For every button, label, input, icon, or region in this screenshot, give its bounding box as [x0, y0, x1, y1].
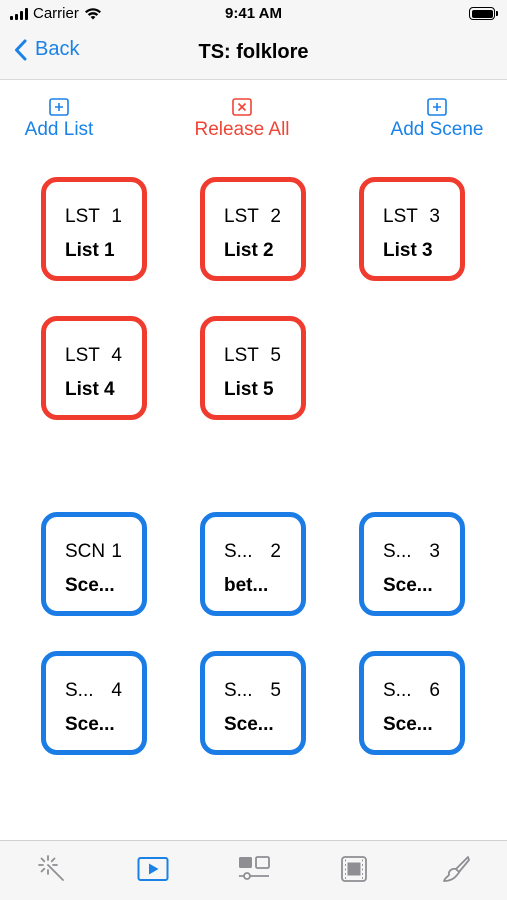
scene-tile[interactable]: S... 5 Sce...	[200, 651, 306, 755]
status-bar: Carrier 9:41 AM	[0, 0, 507, 28]
list-code: LST	[224, 206, 259, 227]
list-name: List 2	[224, 240, 274, 261]
list-name: List 3	[383, 240, 433, 261]
scene-tile[interactable]: S... 2 bet...	[200, 512, 306, 616]
list-tile[interactable]: LST 1 List 1	[41, 177, 147, 281]
scene-code: S...	[383, 541, 412, 562]
scene-name: Sce...	[65, 714, 115, 735]
scene-code: S...	[65, 680, 94, 701]
back-button[interactable]: Back	[14, 38, 79, 61]
add-list-button[interactable]: Add List	[14, 98, 104, 141]
list-number: 1	[111, 206, 122, 227]
paintbrush-icon	[443, 856, 470, 882]
scene-code: S...	[383, 680, 412, 701]
tab-bar	[0, 840, 507, 900]
tab-magic[interactable]	[32, 851, 72, 887]
carrier-label: Carrier	[33, 5, 79, 22]
status-time: 9:41 AM	[225, 5, 282, 22]
list-code: LST	[224, 345, 259, 366]
x-square-icon	[232, 98, 252, 116]
tab-play[interactable]	[133, 851, 173, 887]
scene-number: 2	[270, 541, 281, 562]
wifi-icon	[84, 8, 101, 20]
list-name: List 4	[65, 379, 115, 400]
play-icon	[137, 857, 169, 881]
scene-number: 4	[111, 680, 122, 701]
release-all-label: Release All	[194, 119, 290, 140]
scene-code: SCN	[65, 541, 106, 562]
scene-number: 1	[111, 541, 122, 562]
scene-code: S...	[224, 680, 253, 701]
add-scene-button[interactable]: Add Scene	[380, 98, 494, 141]
scene-name: bet...	[224, 575, 269, 596]
scene-number: 6	[429, 680, 440, 701]
back-label: Back	[35, 38, 80, 60]
scene-name: Sce...	[224, 714, 274, 735]
scene-tile[interactable]: S... 3 Sce...	[359, 512, 465, 616]
navigation-bar: Back TS: folklore	[0, 28, 507, 80]
list-tile[interactable]: LST 3 List 3	[359, 177, 465, 281]
add-scene-label: Add Scene	[390, 119, 484, 140]
chevron-left-icon	[15, 39, 27, 60]
add-list-label: Add List	[24, 119, 94, 140]
scene-name: Sce...	[65, 575, 115, 596]
plus-square-icon	[427, 98, 447, 116]
magic-wand-icon	[38, 855, 64, 881]
list-name: List 1	[65, 240, 115, 261]
scene-tile[interactable]: S... 4 Sce...	[41, 651, 147, 755]
scene-number: 5	[270, 680, 281, 701]
tab-film[interactable]	[334, 851, 374, 887]
list-tile[interactable]: LST 2 List 2	[200, 177, 306, 281]
list-code: LST	[65, 345, 100, 366]
scene-name: Sce...	[383, 575, 433, 596]
release-all-button[interactable]: Release All	[182, 98, 302, 141]
scene-code: S...	[224, 541, 253, 562]
list-code: LST	[383, 206, 418, 227]
scene-name: Sce...	[383, 714, 433, 735]
list-number: 4	[111, 345, 122, 366]
tab-paint[interactable]	[436, 851, 476, 887]
film-frame-icon	[341, 856, 367, 882]
list-name: List 5	[224, 379, 274, 400]
list-code: LST	[65, 206, 100, 227]
list-number: 2	[270, 206, 281, 227]
battery-icon	[469, 7, 498, 20]
page-title: TS: folklore	[198, 41, 309, 63]
status-left: Carrier	[10, 5, 102, 22]
scene-number: 3	[429, 541, 440, 562]
plus-square-icon	[49, 98, 69, 116]
layout-slider-icon	[239, 856, 270, 880]
signal-icon	[10, 7, 28, 20]
list-tile[interactable]: LST 4 List 4	[41, 316, 147, 420]
list-number: 3	[429, 206, 440, 227]
list-number: 5	[270, 345, 281, 366]
scene-tile[interactable]: S... 6 Sce...	[359, 651, 465, 755]
list-tile[interactable]: LST 5 List 5	[200, 316, 306, 420]
scene-tile[interactable]: SCN 1 Sce...	[41, 512, 147, 616]
tab-layout[interactable]	[234, 851, 274, 887]
